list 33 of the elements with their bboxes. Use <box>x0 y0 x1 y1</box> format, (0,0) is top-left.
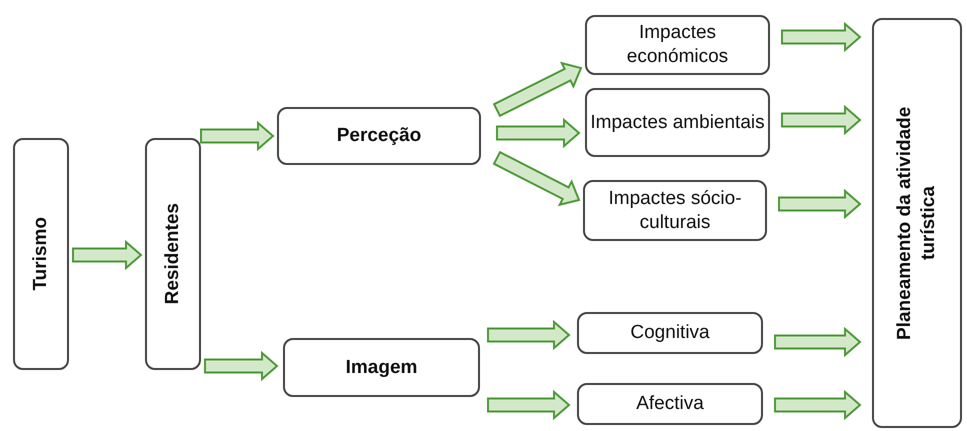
block-arrow <box>774 326 862 358</box>
process-box <box>577 312 763 354</box>
block-arrow <box>774 390 862 420</box>
process-box <box>872 18 962 428</box>
block-arrow <box>492 150 580 206</box>
block-arrow <box>781 104 862 136</box>
block-arrow <box>200 120 275 152</box>
box-label: Planeamento da atividade turística <box>893 105 940 342</box>
block-arrow <box>72 240 143 270</box>
process-box <box>585 88 770 157</box>
block-arrow <box>492 62 582 118</box>
process-box <box>583 180 767 241</box>
box-label: Afectiva <box>636 392 704 416</box>
process-box <box>145 138 201 370</box>
block-arrow <box>778 188 862 220</box>
box-label: Residentes <box>161 203 184 305</box>
block-arrow <box>487 390 571 420</box>
box-label: Turismo <box>29 217 52 291</box>
block-arrow <box>781 22 862 52</box>
process-box <box>13 138 69 370</box>
block-arrow <box>204 350 279 382</box>
box-label: Imagem <box>346 356 418 380</box>
block-arrow <box>487 320 571 350</box>
box-label: Impactes económicos <box>626 21 730 69</box>
process-box <box>577 383 763 425</box>
block-arrow <box>496 118 581 148</box>
box-label: Cognitiva <box>630 321 710 345</box>
box-label: Impactes sócio-culturais <box>607 186 743 234</box>
box-label: Impactes ambientais <box>590 110 765 134</box>
box-label: Perceção <box>336 124 422 148</box>
process-box <box>277 107 481 165</box>
process-box <box>283 338 480 397</box>
process-box <box>585 15 770 75</box>
